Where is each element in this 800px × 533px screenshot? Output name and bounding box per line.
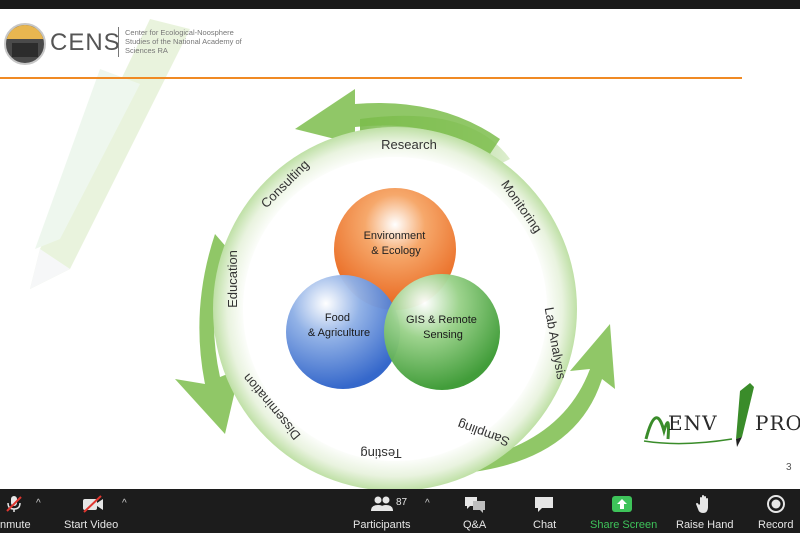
chat-button[interactable]: Chat [528,489,560,533]
gis-label-1: GIS & Remote [406,314,477,326]
raise-hand-label: Raise Hand [676,519,734,531]
window-top-bar [0,0,800,9]
slide-page-number: 3 [786,462,792,473]
share-screen-label: Share Screen [590,519,658,531]
gis-circle [384,274,500,390]
cens-logo [4,23,46,65]
svg-text:Environment & Ecology: Environment & Ecology [364,230,429,257]
microphone-muted-icon [6,496,22,512]
raise-hand-button[interactable]: Raise Hand [674,489,734,533]
qa-icon [465,497,485,513]
participants-label: Participants [353,519,411,531]
meeting-toolbar: nmute ^ Start Video ^ Participants 87 ^ … [0,489,800,533]
participants-icon [371,496,393,511]
share-screen-icon [612,496,632,512]
record-label: Record [758,519,794,531]
svg-text:Food & Agriculture: Food & Agriculture [308,312,370,339]
label-research: Research [381,137,437,152]
svg-text:GIS & Remote Sensing: GIS & Remote Sensing [406,314,480,341]
header-rule [0,77,742,79]
qa-button[interactable]: Q&A [455,489,495,533]
envpro-left-text: ENV [668,411,718,435]
start-video-label: Start Video [64,519,119,531]
participants-options-chevron-icon[interactable]: ^ [425,498,430,509]
chat-label: Chat [533,519,557,531]
unmute-button[interactable]: nmute [0,489,34,533]
label-education: Education [225,250,240,308]
participant-count: 87 [396,497,408,508]
chat-icon [535,497,553,512]
gis-label-2: Sensing [423,329,463,341]
label-testing: Testing [360,446,401,461]
cycle-diagram: Environment & Ecology Food & Agriculture… [175,89,615,489]
record-button[interactable]: Record [757,489,797,533]
food-label-1: Food [325,312,350,324]
unmute-label: nmute [0,519,31,531]
right-arrow [450,324,615,474]
qa-label: Q&A [463,519,487,531]
org-full-name: Center for Ecological-Noosphere Studies … [125,28,242,55]
left-arrow [175,234,240,434]
logo-divider [118,27,119,57]
record-icon [767,495,785,513]
share-screen-button[interactable]: Share Screen [588,489,658,533]
participants-button[interactable]: Participants [350,489,416,533]
start-video-button[interactable]: Start Video [60,489,126,533]
video-options-chevron-icon[interactable]: ^ [122,498,127,509]
video-off-icon [83,495,103,513]
presentation-slide: CENS Center for Ecological-Noosphere Stu… [0,9,800,489]
envpro-logo: ENV PRO [642,381,800,461]
envpro-right-text: PRO [755,411,800,435]
raise-hand-icon [696,495,708,513]
food-label-2: & Agriculture [308,327,370,339]
food-circle [286,275,400,389]
environment-label-1: Environment [364,230,426,242]
background-decoration [30,19,190,289]
audio-options-chevron-icon[interactable]: ^ [36,498,41,509]
org-short-name: CENS [50,29,121,56]
environment-label-2: & Ecology [371,245,421,257]
